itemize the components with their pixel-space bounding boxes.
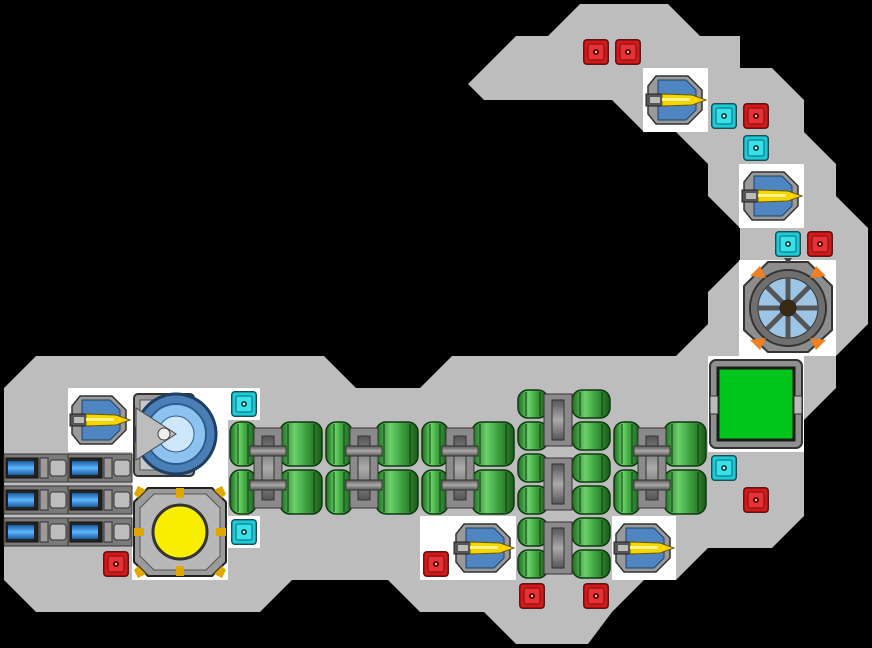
cargo-pod-icon[interactable]	[421, 421, 515, 515]
shield-node-icon[interactable]	[775, 231, 801, 257]
shield-node-icon[interactable]	[231, 519, 257, 545]
armor-block-icon[interactable]	[807, 231, 833, 257]
armor-block-icon[interactable]	[583, 583, 609, 609]
gun-turret-icon[interactable]	[741, 171, 804, 221]
gun-turret-icon[interactable]	[69, 395, 132, 445]
cargo-pod-icon[interactable]	[517, 453, 611, 515]
cargo-pod-icon[interactable]	[229, 421, 323, 515]
armor-block-icon[interactable]	[519, 583, 545, 609]
command-module-icon[interactable]	[709, 359, 803, 449]
thruster-icon[interactable]	[67, 517, 133, 547]
gyroscope-icon[interactable]	[743, 258, 833, 353]
thruster-icon[interactable]	[67, 485, 133, 515]
thruster-icon[interactable]	[3, 485, 69, 515]
cargo-pod-icon[interactable]	[613, 421, 707, 515]
thruster-icon[interactable]	[3, 517, 69, 547]
gun-turret-icon[interactable]	[453, 523, 516, 573]
armor-block-icon[interactable]	[583, 39, 609, 65]
armor-block-icon[interactable]	[103, 551, 129, 577]
armor-block-icon[interactable]	[423, 551, 449, 577]
cargo-pod-icon[interactable]	[517, 389, 611, 451]
shield-node-icon[interactable]	[743, 135, 769, 161]
armor-block-icon[interactable]	[743, 103, 769, 129]
shield-node-icon[interactable]	[711, 455, 737, 481]
thruster-icon[interactable]	[67, 453, 133, 483]
armor-block-icon[interactable]	[615, 39, 641, 65]
sensor-dish-icon[interactable]	[133, 392, 218, 477]
armor-block-icon[interactable]	[743, 487, 769, 513]
shield-node-icon[interactable]	[711, 103, 737, 129]
thruster-icon[interactable]	[3, 453, 69, 483]
gun-turret-icon[interactable]	[645, 75, 708, 125]
reactor-icon[interactable]	[133, 486, 227, 578]
cargo-pod-icon[interactable]	[325, 421, 419, 515]
shield-node-icon[interactable]	[231, 391, 257, 417]
gun-turret-icon[interactable]	[613, 523, 676, 573]
cargo-pod-icon[interactable]	[517, 517, 611, 579]
